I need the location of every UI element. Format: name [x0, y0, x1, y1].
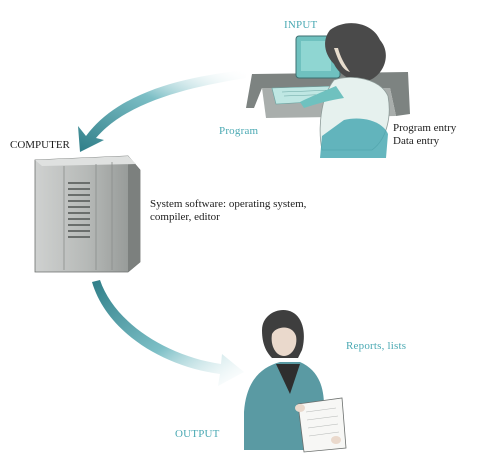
system-software-label-line2: compiler, editor — [150, 211, 220, 223]
arrow-computer-to-output — [92, 280, 244, 386]
input-label: INPUT — [284, 19, 318, 31]
arrow-input-to-computer — [78, 70, 246, 152]
program-entry-label: Program entry — [393, 122, 457, 134]
data-entry-label: Data entry — [393, 135, 440, 147]
output-illustration — [244, 310, 347, 453]
computer-label: COMPUTER — [10, 139, 70, 151]
input-illustration — [246, 23, 410, 158]
reports-label: Reports, lists — [346, 340, 407, 352]
program-label: Program — [219, 125, 259, 137]
computer-illustration — [34, 155, 141, 273]
output-label: OUTPUT — [175, 428, 220, 440]
system-software-label-line1: System software: operating system, — [150, 198, 307, 210]
